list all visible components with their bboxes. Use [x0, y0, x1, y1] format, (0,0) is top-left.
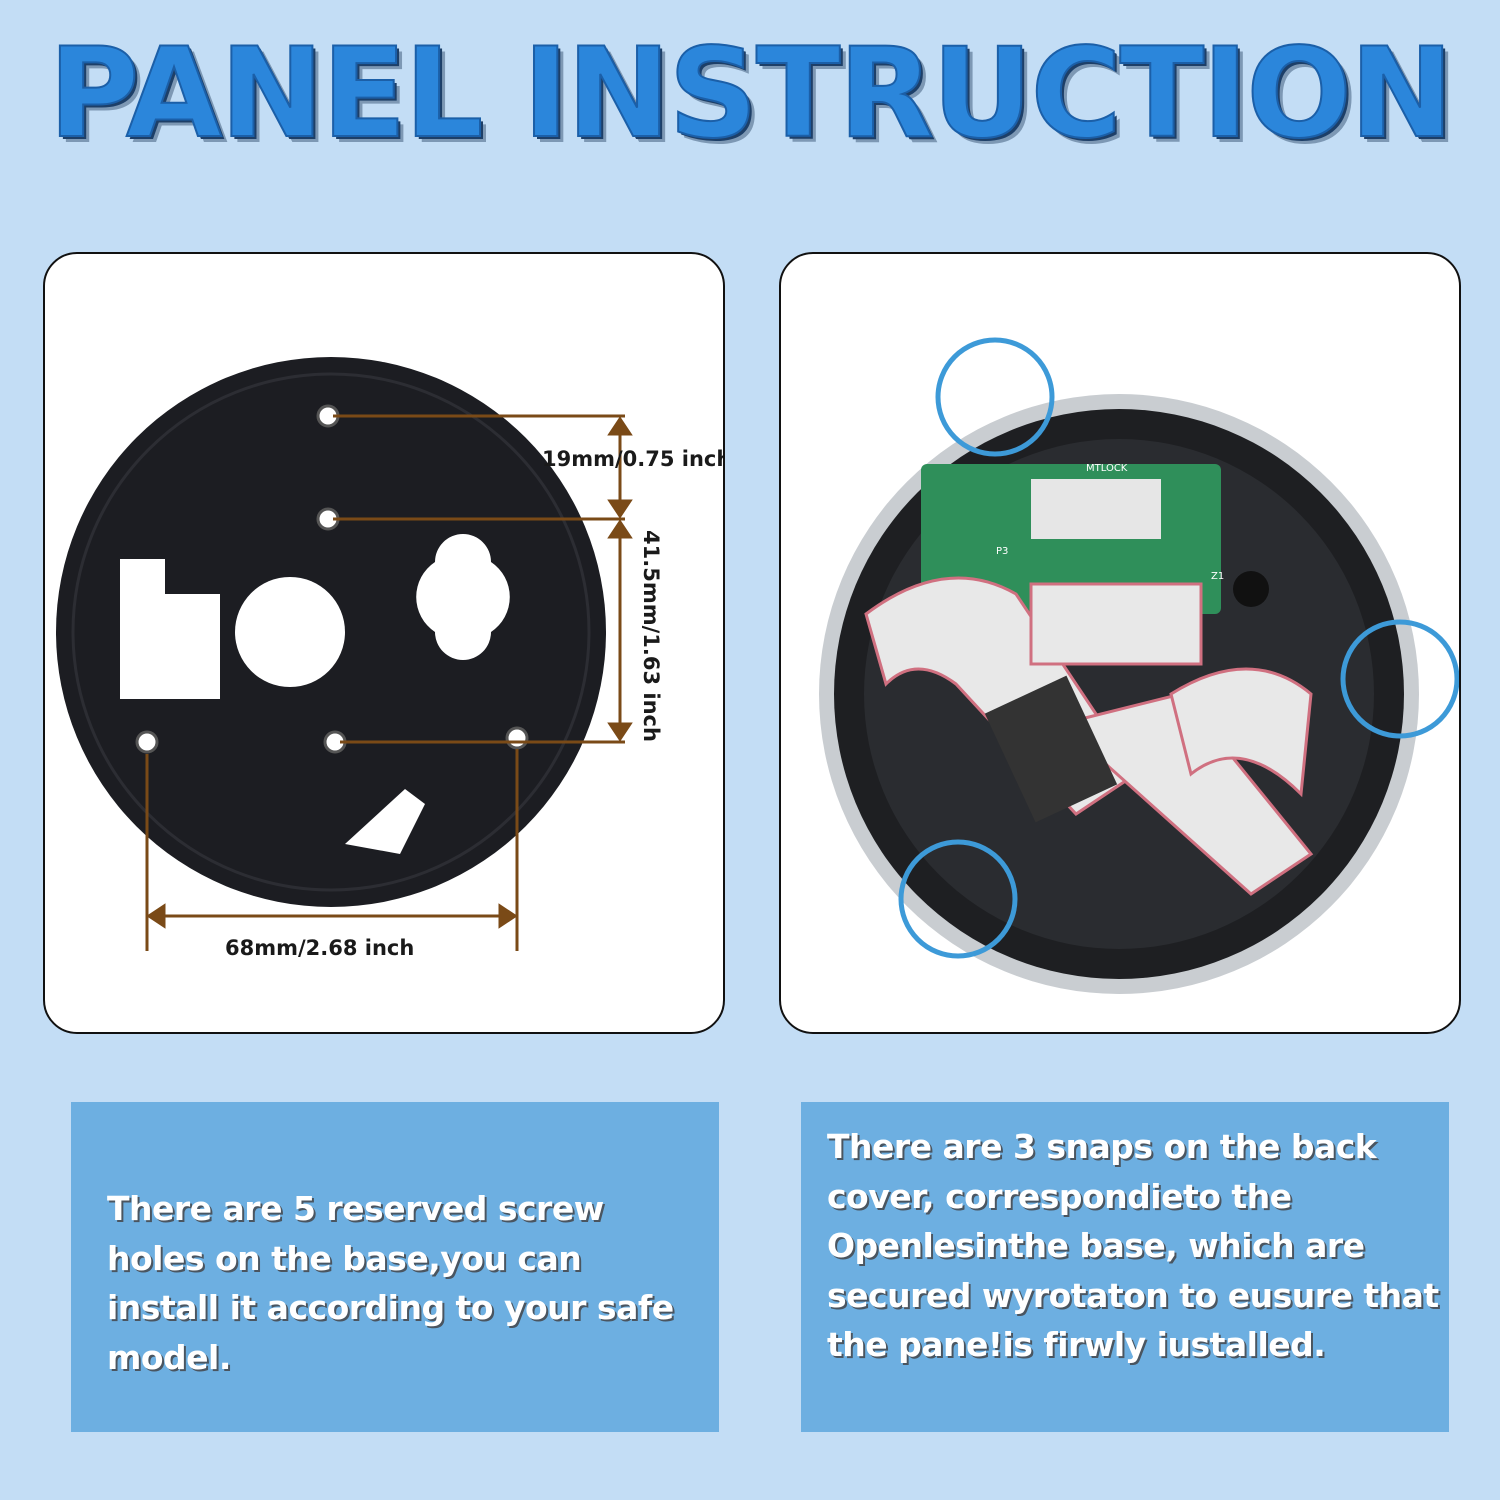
snap-description: There are 3 snaps on the back cover, cor… [827, 1127, 1439, 1364]
buzzer-label: Z1 [1211, 571, 1224, 582]
connector-label: P3 [996, 546, 1008, 557]
screw-holes [135, 404, 529, 754]
keyhole-slot [416, 534, 510, 660]
horizontal-spacing-label: 68mm/2.68 inch [225, 936, 415, 960]
snap-circles [898, 337, 1459, 959]
snap-description-box: There are 3 snaps on the back cover, cor… [801, 1102, 1449, 1432]
base-description: There are 5 reserved screw holes on the … [107, 1189, 674, 1377]
back-cover-panel: MTLOCK P3 Z1 [779, 252, 1461, 1034]
ribbon-cables [864, 576, 1314, 896]
back-cover-photo: MTLOCK P3 Z1 [819, 337, 1459, 994]
board-brand: MTLOCK [1086, 463, 1128, 474]
center-hole [235, 577, 345, 687]
base-plate-diagram [56, 357, 633, 951]
vertical-spacing-label: 41.5mm/1.63 inch [639, 530, 663, 742]
dimension-lines [145, 414, 633, 951]
top-spacing-label: 19mm/0.75 inch [542, 447, 725, 471]
base-description-box: There are 5 reserved screw holes on the … [71, 1102, 719, 1432]
page-title: PANEL INSTRUCTION [47, 21, 1454, 167]
base-plate-panel: 19mm/0.75 inch 41.5mm/1.63 inch 68mm/2.6… [43, 252, 725, 1034]
